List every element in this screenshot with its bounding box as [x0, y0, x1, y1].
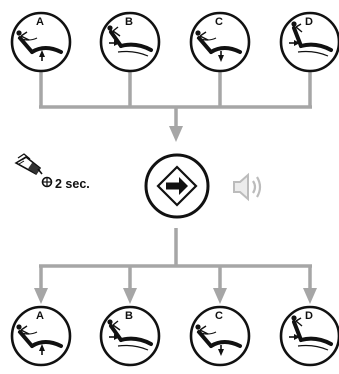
chair-position-c-icon [195, 324, 242, 356]
top-position-b[interactable]: B [99, 11, 161, 73]
chair-position-b-icon [107, 319, 153, 351]
top-position-d[interactable]: D [279, 11, 339, 73]
position-letter: C [215, 310, 223, 322]
arrow-down-to-button [169, 126, 183, 142]
position-letter: B [125, 310, 133, 322]
bottom-row: A B [10, 305, 339, 367]
chair-position-d-icon [289, 315, 333, 351]
position-letter: D [305, 310, 313, 322]
hand-press-icon [14, 153, 53, 188]
speaker-beep-icon [233, 172, 262, 202]
chair-position-a-icon [16, 324, 63, 355]
position-letter: B [125, 16, 133, 28]
chair-position-c-icon [195, 30, 242, 62]
bottom-connector [39, 228, 312, 290]
position-letter: C [215, 16, 223, 28]
top-position-a[interactable]: A [10, 11, 72, 73]
chair-position-d-icon [289, 21, 333, 57]
position-letter: A [36, 16, 44, 28]
top-position-c[interactable]: C [189, 11, 251, 73]
memory-store-arrow-icon [156, 165, 198, 207]
hold-duration-label: 2 sec. [55, 177, 90, 191]
bottom-position-c[interactable]: C [189, 305, 251, 367]
bottom-position-d[interactable]: D [279, 305, 339, 367]
position-letter: D [305, 16, 313, 28]
chair-position-b-icon [107, 25, 153, 57]
bottom-arrows [34, 288, 317, 304]
top-connector [39, 72, 312, 128]
top-row: A B [10, 11, 339, 73]
chair-position-a-icon [16, 30, 63, 61]
bottom-position-a[interactable]: A [10, 305, 72, 367]
position-letter: A [36, 310, 44, 322]
bottom-position-b[interactable]: B [99, 305, 161, 367]
memory-button[interactable] [144, 153, 210, 219]
